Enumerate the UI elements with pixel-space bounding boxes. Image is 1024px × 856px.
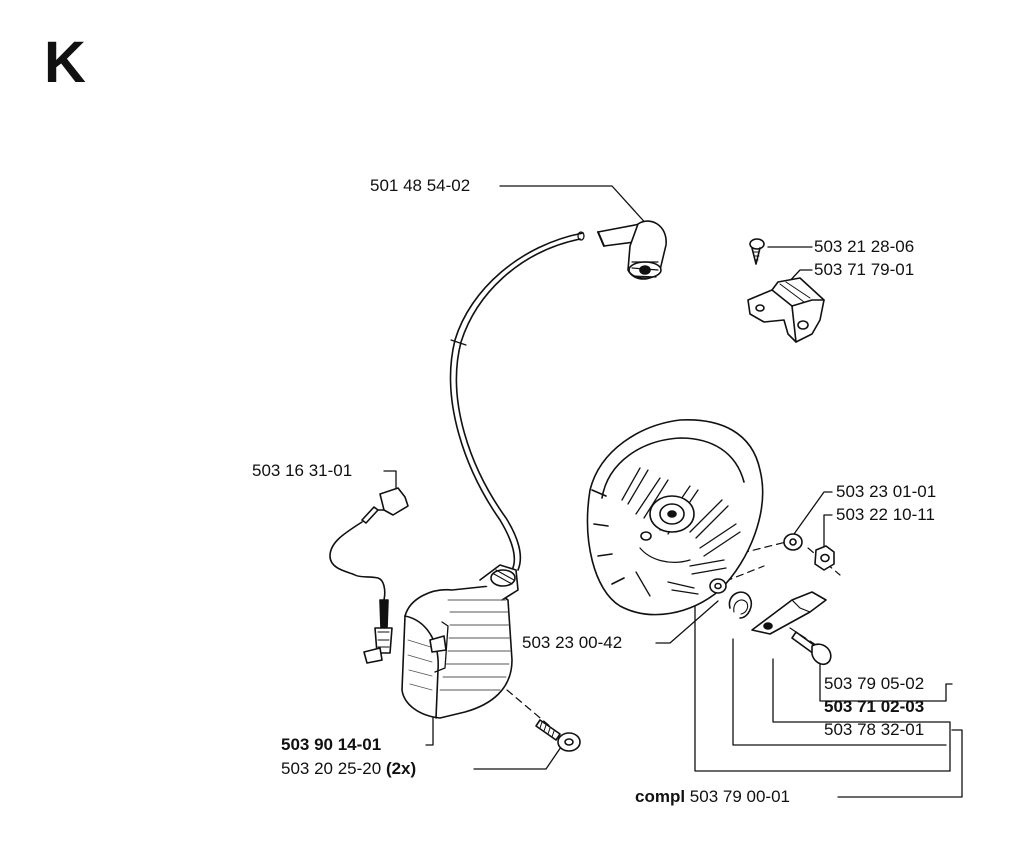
spring-icon <box>728 591 753 619</box>
pawl-icon <box>751 591 827 635</box>
label-washer: 503 23 01-01 <box>836 482 937 501</box>
label-spark-plug-cap: 501 48 54-02 <box>370 176 471 195</box>
label-pawl: 503 71 02-03 <box>824 697 925 716</box>
washer-icon <box>783 533 803 551</box>
label-flywheel-washer: 503 23 00-42 <box>522 633 623 652</box>
flywheel-icon <box>586 419 764 616</box>
section-letter: K <box>44 30 86 95</box>
label-nut: 503 22 10-11 <box>836 505 935 524</box>
complete-flywheel-number: 503 79 00-01 <box>689 787 790 806</box>
module-screw-icon <box>535 719 581 752</box>
ignition-module-icon <box>401 564 519 719</box>
label-coil-bracket: 503 71 79-01 <box>814 260 915 279</box>
label-module-screw: 503 20 25-20 (2x) <box>281 759 416 779</box>
label-complete-flywheel: compl 503 79 00-01 <box>635 787 790 807</box>
bracket-screw-icon <box>749 238 765 265</box>
coil-bracket-icon <box>747 277 825 343</box>
ht-lead <box>449 231 585 571</box>
label-spring: 503 78 32-01 <box>824 720 925 739</box>
spark-plug-cap-icon <box>597 220 667 280</box>
stop-wire-icon <box>329 487 409 664</box>
label-stop-wire: 503 16 31-01 <box>252 461 353 480</box>
nut-icon <box>814 545 835 571</box>
flywheel-washer-icon <box>709 578 727 594</box>
pawl-pin-icon <box>791 631 832 666</box>
label-pawl-pin: 503 79 05-02 <box>824 674 925 693</box>
label-bracket-screw: 503 21 28-06 <box>814 237 915 256</box>
compl-prefix: compl <box>635 787 686 806</box>
module-screw-number: 503 20 25-20 <box>281 759 382 778</box>
module-screw-qty: (2x) <box>385 759 417 778</box>
label-ignition-module: 503 90 14-01 <box>281 735 382 754</box>
